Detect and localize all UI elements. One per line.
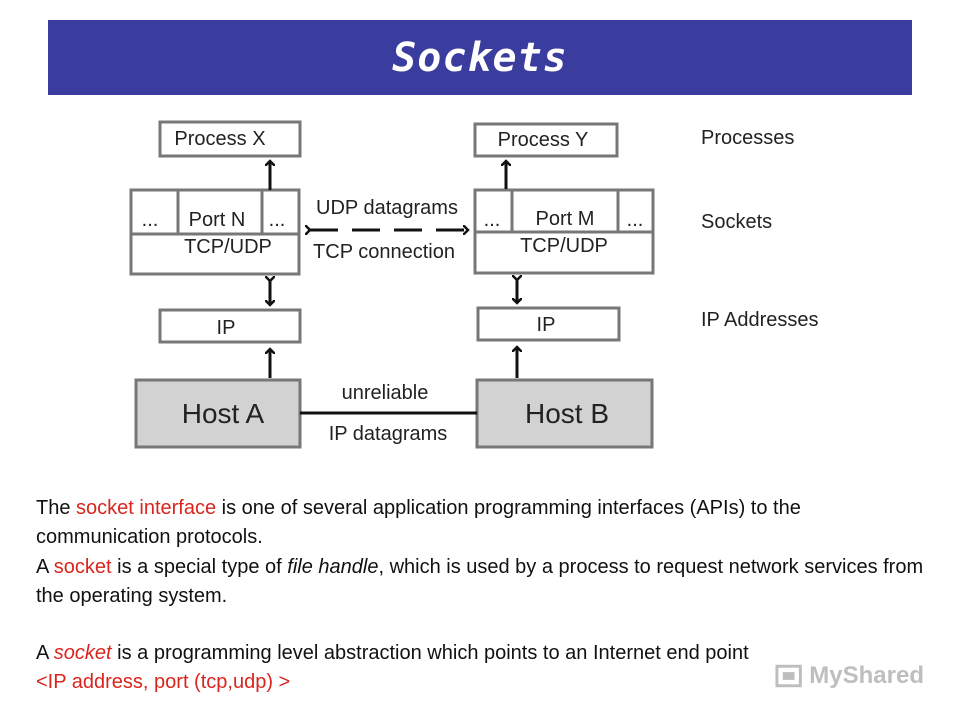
process-y-box: Process Y [473, 122, 619, 158]
p3-endpoint: <IP address, port (tcp,udp) > [36, 671, 291, 693]
ip-right-label: IP [537, 314, 556, 336]
tcp-connection-label: TCP connection [313, 241, 455, 263]
watermark-logo-icon [775, 664, 802, 688]
title-banner: Sockets [48, 20, 912, 95]
layer-ip-addresses-label: IP Addresses [701, 309, 818, 331]
right-socket-protocol: TCP/UDP [520, 235, 608, 257]
layer-processes-label: Processes [701, 127, 794, 149]
paragraph-socket-interface: The socket interface is one of several a… [36, 494, 926, 552]
process-x-box: Process X [158, 120, 302, 158]
right-socket-box: ... Port M ... TCP/UDP [473, 188, 655, 275]
process-x-label: Process X [174, 128, 265, 150]
right-socket-port: Port M [536, 208, 595, 230]
p3-text-c: is a programming level abstraction which… [111, 642, 749, 664]
p1-text-a: The [36, 497, 77, 519]
ip-left-box: IP [158, 308, 302, 344]
ip-datagrams-label: IP datagrams [329, 423, 448, 445]
left-socket-port: Port N [189, 209, 246, 231]
p2-highlight: socket [53, 556, 112, 578]
p2-text-e: , which is used by a process to request … [36, 556, 924, 607]
p1-text-c: is one of several application programmin… [36, 497, 801, 548]
socket-diagram: Process X Process Y ... Port N ... TCP/U… [129, 120, 818, 449]
p2-text-a: A [36, 556, 54, 578]
paragraph-socket-abstraction: A socket is a programming level abstract… [36, 639, 926, 697]
process-y-label: Process Y [498, 129, 589, 151]
layer-sockets-label: Sockets [701, 211, 772, 233]
page-title: Sockets [392, 34, 568, 81]
p1-highlight: socket interface [76, 497, 217, 519]
host-a-label: Host A [182, 398, 265, 429]
host-a-box: Host A [134, 378, 302, 449]
udp-datagrams-label: UDP datagrams [316, 197, 458, 219]
right-socket-ellipsis-left: ... [484, 209, 501, 231]
paragraph-socket-file-handle: A socket is a special type of file handl… [36, 553, 926, 611]
left-socket-ellipsis-left: ... [142, 209, 159, 231]
p3-text-a: A [36, 642, 54, 664]
host-b-box: Host B [475, 378, 654, 449]
left-socket-protocol: TCP/UDP [184, 236, 272, 258]
p2-italic: file handle [287, 556, 379, 578]
unreliable-label: unreliable [342, 382, 429, 404]
ip-right-box: IP [476, 306, 621, 342]
left-socket-box: ... Port N ... TCP/UDP [129, 188, 301, 276]
watermark: MyShared [774, 656, 924, 696]
p3-highlight: socket [53, 642, 112, 664]
left-socket-ellipsis-right: ... [269, 209, 286, 231]
p2-text-c: is a special type of [111, 556, 288, 578]
host-b-label: Host B [525, 398, 609, 429]
watermark-text: MyShared [809, 662, 924, 689]
ip-left-label: IP [217, 317, 236, 339]
right-socket-ellipsis-right: ... [627, 209, 644, 231]
